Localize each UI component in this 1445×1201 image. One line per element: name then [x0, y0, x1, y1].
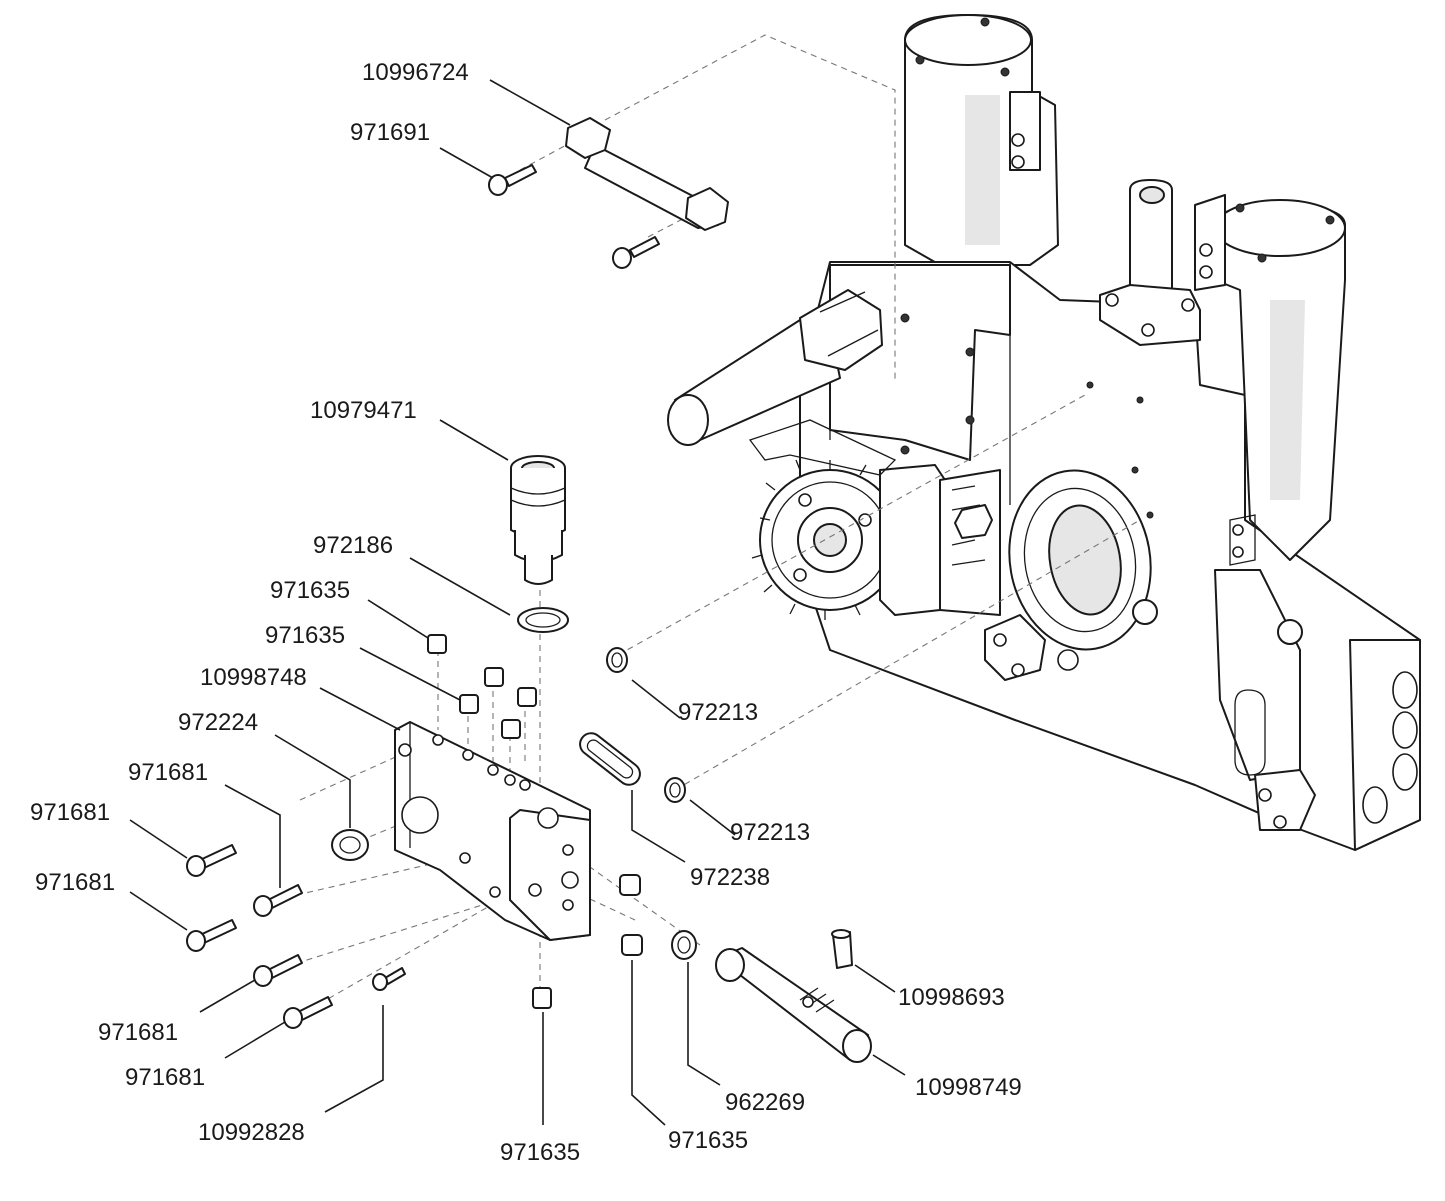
washer-972224 [331, 829, 369, 861]
callout-971681-b: 971681 [30, 799, 110, 826]
shaft-10998749 [715, 947, 872, 1063]
part-10979471 [510, 455, 566, 585]
callout-10998749: 10998749 [915, 1074, 1022, 1101]
callout-971681-a: 971681 [128, 759, 208, 786]
callout-10996724: 10996724 [362, 59, 469, 86]
screw-10992828 [384, 967, 406, 985]
callout-10979471: 10979471 [310, 397, 417, 424]
leader-lines [129, 79, 906, 1126]
callout-971681-c: 971681 [35, 869, 115, 896]
gasket-972238 [579, 732, 641, 786]
callout-labels: 10996724 971691 10979471 972186 971635 9… [30, 59, 1022, 1166]
callout-971635-b: 971635 [265, 622, 345, 649]
callout-971635-d: 971635 [668, 1127, 748, 1154]
callout-971635-a: 971635 [270, 577, 350, 604]
callout-10992828: 10992828 [198, 1119, 305, 1146]
set-screws-971635 [427, 634, 643, 1009]
cap-screws-971681 [186, 844, 333, 1029]
pin-10998693 [831, 929, 853, 969]
seal-972186 [517, 607, 569, 633]
callout-972238: 972238 [690, 864, 770, 891]
screw-971691-b [612, 236, 660, 269]
oring-972213-a [606, 647, 628, 673]
callout-962269: 962269 [725, 1089, 805, 1116]
callout-972213-a: 972213 [678, 699, 758, 726]
machine-housing [667, 14, 1421, 851]
callout-10998748: 10998748 [200, 664, 307, 691]
callout-972224: 972224 [178, 709, 258, 736]
callout-972213-b: 972213 [730, 819, 810, 846]
callout-971691: 971691 [350, 119, 430, 146]
screw-971691-a [488, 164, 537, 196]
callout-972186: 972186 [313, 532, 393, 559]
callout-10998693: 10998693 [898, 984, 1005, 1011]
block-10998748 [394, 721, 591, 941]
callout-971635-c: 971635 [500, 1139, 580, 1166]
oring-972213-b [664, 777, 686, 803]
gear [751, 459, 909, 620]
part-10996724 [565, 117, 729, 231]
washer-962269 [671, 930, 697, 960]
loose-parts [186, 117, 872, 1063]
callout-971681-d: 971681 [98, 1019, 178, 1046]
callout-971681-e: 971681 [125, 1064, 205, 1091]
